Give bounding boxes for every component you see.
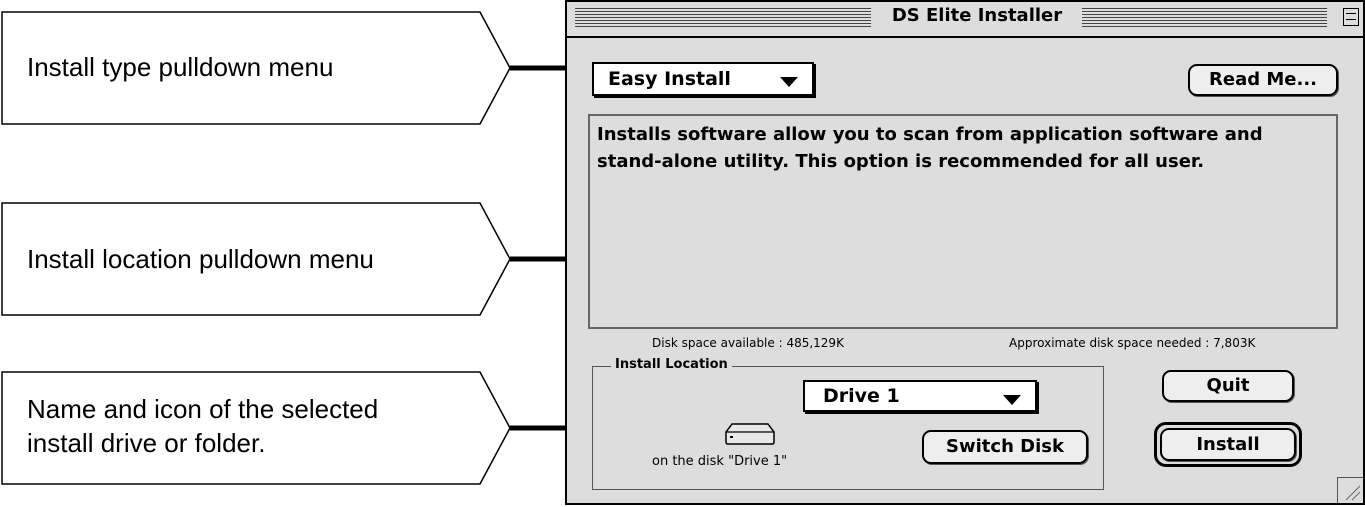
title-stripes-right: [1082, 8, 1327, 28]
install-location-group: [592, 366, 1104, 490]
disk-caption: on the disk "Drive 1": [652, 454, 788, 469]
callout-label-install-location: Install location pulldown menu: [27, 244, 374, 274]
description-box: Installs software allow you to scan from…: [588, 114, 1338, 329]
install-location-selected: Drive 1: [823, 385, 900, 407]
quit-button[interactable]: Quit: [1162, 370, 1294, 402]
switch-disk-button[interactable]: Switch Disk: [922, 430, 1088, 464]
window-title: DS Elite Installer: [877, 5, 1077, 26]
read-me-button[interactable]: Read Me...: [1188, 64, 1338, 96]
popup-arrow-icon: [780, 77, 798, 87]
install-location-title: Install Location: [611, 357, 732, 372]
popup-arrow-icon: [1003, 395, 1021, 405]
installer-window: DS Elite Installer Easy Install Read Me.…: [565, 0, 1365, 505]
install-description: Installs software allow you to scan from…: [597, 124, 1263, 172]
callout-label-install-type: Install type pulldown menu: [27, 52, 334, 82]
disk-space-available: Disk space available : 485,129K: [652, 336, 844, 350]
install-type-selected: Easy Install: [608, 68, 731, 90]
resize-grip-icon[interactable]: [1337, 477, 1363, 503]
callout-label-drive-line2: install drive or folder.: [27, 428, 266, 458]
collapse-box-icon[interactable]: [1343, 8, 1359, 26]
hard-drive-icon: [725, 423, 775, 445]
title-stripes-left: [575, 8, 871, 28]
callout-label-drive-line1: Name and icon of the selected: [27, 394, 379, 424]
title-bar[interactable]: DS Elite Installer: [567, 2, 1363, 38]
install-location-popup[interactable]: Drive 1: [803, 380, 1037, 412]
install-type-popup[interactable]: Easy Install: [592, 62, 814, 96]
disk-space-needed: Approximate disk space needed : 7,803K: [1009, 336, 1256, 350]
install-button[interactable]: Install: [1160, 428, 1296, 461]
